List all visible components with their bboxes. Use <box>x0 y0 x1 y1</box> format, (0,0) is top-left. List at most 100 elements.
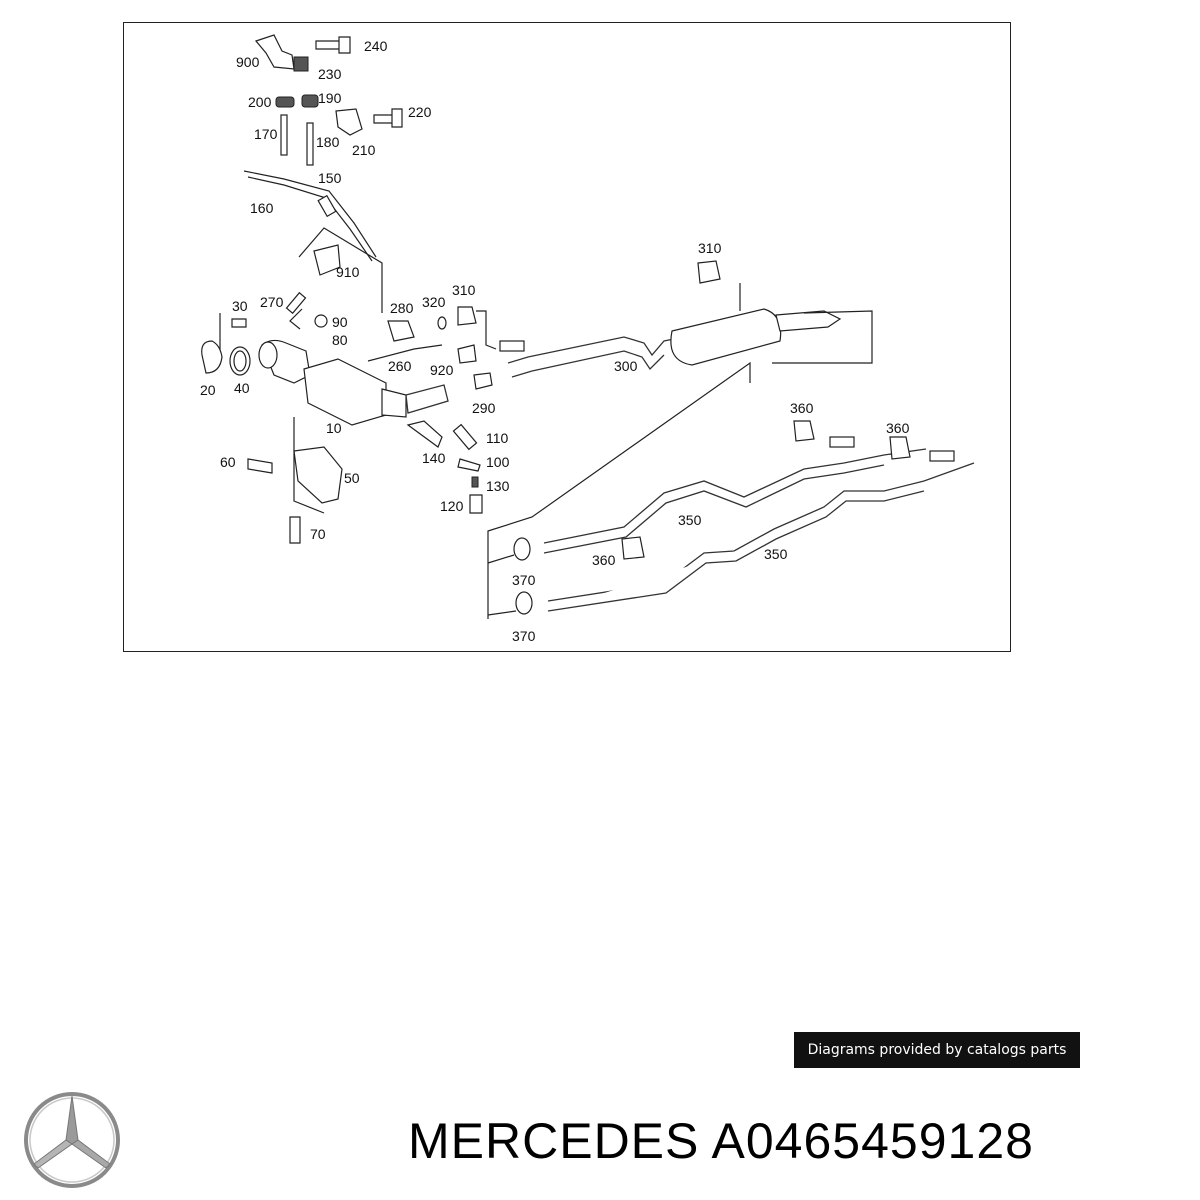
pressure-sensor-900 <box>254 34 295 70</box>
callout-180: 180 <box>316 134 340 150</box>
nut-130 <box>471 476 479 488</box>
callout-130: 130 <box>486 478 510 494</box>
clamp-190 <box>301 94 319 108</box>
inlet-flange-10 <box>258 341 278 369</box>
leader-350-group <box>487 361 751 619</box>
clamp-280 <box>387 320 415 342</box>
hanger-360c <box>621 536 645 560</box>
callout-370a: 370 <box>512 572 536 588</box>
screw-30 <box>231 318 247 328</box>
leader-910 <box>298 227 383 313</box>
hanger-310a <box>457 306 477 326</box>
bolt-70 <box>289 516 301 544</box>
ring-320 <box>437 316 447 330</box>
bracket-140 <box>406 420 443 448</box>
callout-230: 230 <box>318 66 342 82</box>
mercedes-star-logo-icon <box>24 1092 120 1188</box>
callout-310b: 310 <box>698 240 722 256</box>
callout-260: 260 <box>388 358 412 374</box>
tailpipe-350b-lower <box>547 490 925 612</box>
callout-70: 70 <box>310 526 326 542</box>
callout-360c: 360 <box>592 552 616 568</box>
callout-920: 920 <box>430 362 454 378</box>
tailpipe-300 <box>775 310 842 332</box>
callout-220: 220 <box>408 104 432 120</box>
callout-90: 90 <box>332 314 348 330</box>
strap-100 <box>457 458 481 472</box>
callout-60: 60 <box>220 454 236 470</box>
callout-350b: 350 <box>764 546 788 562</box>
clamp-370a <box>513 537 531 561</box>
leader-300 <box>772 310 873 364</box>
callout-50: 50 <box>344 470 360 486</box>
clamp-20 <box>201 340 223 374</box>
leader-370 <box>487 554 517 616</box>
callout-120: 120 <box>440 498 464 514</box>
callout-300: 300 <box>614 358 638 374</box>
bolt-120 <box>469 494 483 514</box>
callout-900: 900 <box>236 54 260 70</box>
callout-370b: 370 <box>512 628 536 644</box>
hanger-360b <box>889 436 911 460</box>
callout-310a: 310 <box>452 282 476 298</box>
callout-190: 190 <box>318 90 342 106</box>
pipe-160-inner <box>247 176 373 262</box>
pipe-300 <box>507 336 685 364</box>
bolt-240 <box>315 36 351 54</box>
callout-10: 10 <box>326 420 342 436</box>
bracket-210 <box>335 108 363 136</box>
strap-110 <box>452 423 478 451</box>
callout-80: 80 <box>332 332 348 348</box>
exhaust-system-drawing: 900 240 230 200 190 220 170 180 210 150 … <box>200 34 975 644</box>
part-number: A0465459128 <box>711 1113 1034 1169</box>
callout-910: 910 <box>336 264 360 280</box>
callout-20: 20 <box>200 382 216 398</box>
heatshield-50 <box>293 446 343 504</box>
callout-160: 160 <box>250 200 274 216</box>
callout-150: 150 <box>318 170 342 186</box>
callout-350a: 350 <box>678 512 702 528</box>
gasket-40-inner <box>233 350 247 372</box>
pipe-290 <box>405 384 449 414</box>
hanger-bracket-300 <box>499 340 525 352</box>
tailpipe-350a <box>543 448 927 544</box>
leader-310a <box>476 310 497 350</box>
clamp-370b <box>515 591 533 615</box>
leader-10-group <box>293 417 325 514</box>
callout-100: 100 <box>486 454 510 470</box>
brand-name: MERCEDES <box>408 1113 700 1169</box>
callout-170: 170 <box>254 126 278 142</box>
sensor-270-body <box>285 291 307 315</box>
hose-170 <box>280 114 288 156</box>
pipe-160 <box>243 170 377 258</box>
bracket-920 <box>457 344 477 364</box>
sensor-line-260 <box>367 344 443 362</box>
tailpipe-350b <box>547 462 975 602</box>
pipe-300-lower <box>511 350 665 378</box>
callout-270: 270 <box>260 294 284 310</box>
nut-90 <box>314 314 328 328</box>
bolt-220 <box>373 108 403 128</box>
callout-200: 200 <box>248 94 272 110</box>
callout-280: 280 <box>390 300 414 316</box>
bracket-910 <box>313 244 341 276</box>
callout-290: 290 <box>472 400 496 416</box>
sensor-270 <box>289 308 303 330</box>
connector-230 <box>293 56 309 72</box>
callout-110: 110 <box>486 430 509 446</box>
clamp-290 <box>473 372 493 390</box>
hanger-360a <box>793 420 815 442</box>
callout-320: 320 <box>422 294 446 310</box>
callout-240: 240 <box>364 38 388 54</box>
muffler-300 <box>670 308 782 366</box>
callout-140: 140 <box>422 450 446 466</box>
tailpipe-350a-lower <box>543 464 885 554</box>
tailpipe-end-350b <box>929 450 955 462</box>
filter-body-10 <box>303 358 387 426</box>
bolt-60 <box>247 458 273 474</box>
callout-30: 30 <box>232 298 248 314</box>
callout-40: 40 <box>234 380 250 396</box>
hanger-310b <box>697 260 721 284</box>
callout-210: 210 <box>352 142 376 158</box>
callout-360b: 360 <box>886 420 910 436</box>
